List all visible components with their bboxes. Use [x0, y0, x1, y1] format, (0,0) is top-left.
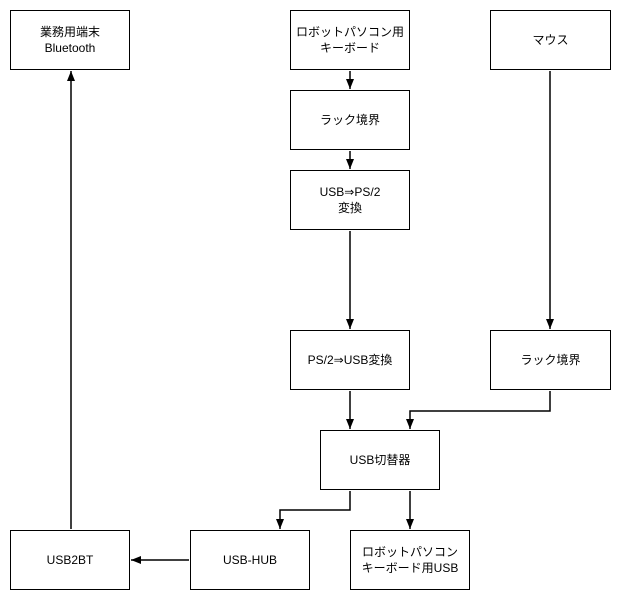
node-usb-switch-label: USB切替器 — [349, 452, 411, 467]
node-terminal-bluetooth-label: 業務用端末 Bluetooth — [39, 24, 100, 55]
node-usb2bt: USB2BT — [10, 530, 130, 590]
node-ps2-to-usb-converter: PS/2⇒USB変換 — [290, 330, 410, 390]
node-mouse: マウス — [490, 10, 611, 70]
node-terminal-bluetooth: 業務用端末 Bluetooth — [10, 10, 130, 70]
node-usb-switch: USB切替器 — [320, 430, 440, 490]
node-rack-boundary-right: ラック境界 — [490, 330, 611, 390]
node-robot-pc-keyboard: ロボットパソコン用 キーボード — [290, 10, 410, 70]
edge-usb-switch-to-usb-hub — [276, 491, 351, 529]
edge-rack-boundary-right-to-usb-switch — [406, 391, 551, 429]
node-rack-boundary-right-label: ラック境界 — [520, 352, 581, 367]
node-rack-boundary-top-label: ラック境界 — [319, 112, 380, 127]
node-rack-boundary-top: ラック境界 — [290, 90, 410, 150]
node-ps2-to-usb-converter-label: PS/2⇒USB変換 — [307, 352, 393, 367]
node-usb-hub-label: USB-HUB — [222, 552, 277, 567]
node-usb2bt-label: USB2BT — [46, 552, 94, 567]
node-robot-pc-keyboard-usb: ロボットパソコン キーボード用USB — [350, 530, 470, 590]
node-usb-to-ps2-converter: USB⇒PS/2 変換 — [290, 170, 410, 230]
node-robot-pc-keyboard-label: ロボットパソコン用 キーボード — [295, 24, 404, 55]
node-mouse-label: マウス — [532, 32, 569, 47]
node-usb-hub: USB-HUB — [190, 530, 310, 590]
node-usb-to-ps2-converter-label: USB⇒PS/2 変換 — [319, 184, 381, 215]
node-robot-pc-keyboard-usb-label: ロボットパソコン キーボード用USB — [361, 544, 459, 575]
